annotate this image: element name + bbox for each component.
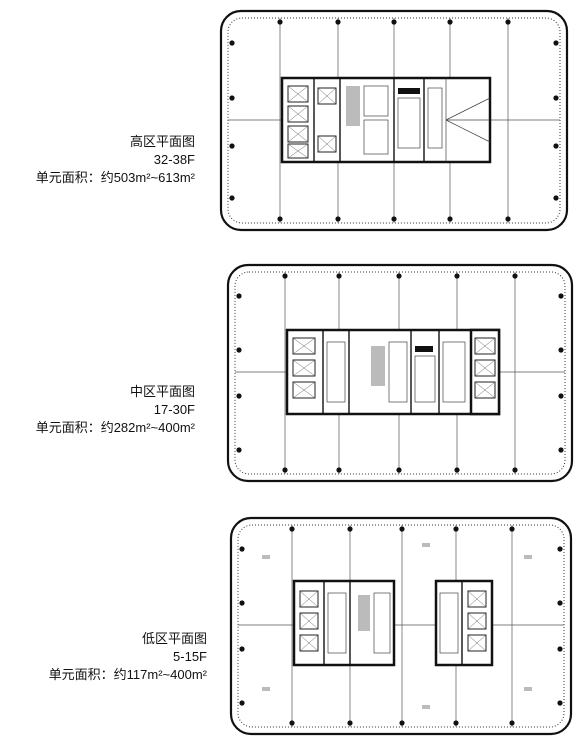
plan-floors: 32-38F [153, 152, 195, 167]
plan-label-high: 高区平面图 32-38F 单元面积：约503m²~613m² [36, 133, 195, 187]
plan-name: 中区平面图 [129, 384, 195, 399]
floor-plan-mid [226, 263, 574, 483]
floor-plan-high [219, 9, 569, 232]
plan-area: 单元面积：约282m²~400m² [35, 420, 195, 435]
plan-floors: 5-15F [173, 649, 207, 664]
plan-label-low: 低区平面图 5-15F 单元面积：约117m²~400m² [49, 630, 207, 684]
floor-plan-low [229, 516, 573, 736]
plan-name: 低区平面图 [141, 631, 207, 646]
plan-label-mid: 中区平面图 17-30F 单元面积：约282m²~400m² [36, 383, 195, 437]
plan-name: 高区平面图 [129, 134, 195, 149]
plan-area: 单元面积：约503m²~613m² [35, 170, 195, 185]
plan-floors: 17-30F [153, 402, 195, 417]
plan-area: 单元面积：约117m²~400m² [48, 667, 207, 682]
